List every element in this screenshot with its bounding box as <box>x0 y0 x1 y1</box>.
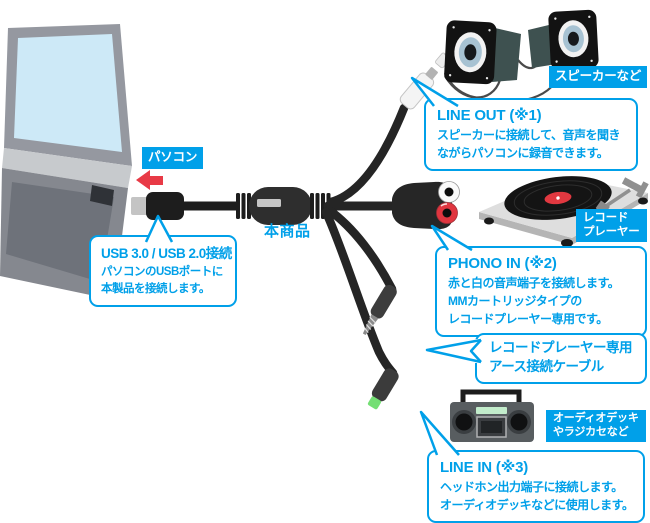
radio-illustration <box>450 389 534 442</box>
label-pc: パソコン <box>142 147 204 169</box>
callout-ground-line2: アース接続ケーブル <box>489 358 604 374</box>
red-arrow-icon <box>136 170 163 190</box>
usb-plug <box>131 192 184 220</box>
callout-line-in-line1: ヘッドホン出力端子に接続します。 <box>440 480 623 494</box>
callout-phono-in-title: PHONO IN (※2) <box>448 255 557 272</box>
label-audio-deck-line2: やラジカセなど <box>553 425 629 438</box>
main-device <box>236 187 331 225</box>
callout-line-in-line2: オーディオデッキなどに使用します。 <box>440 498 634 512</box>
callout-line-out: LINE OUT (※1) スピーカーに接続して、音声を聞き ながらパソコンに録… <box>424 98 638 171</box>
branch-cables <box>321 103 409 378</box>
callout-usb-line2: 本製品を接続します。 <box>101 283 210 296</box>
callout-phono-in-line2: MMカートリッジタイプの <box>448 294 582 308</box>
line-in-plug <box>367 368 399 410</box>
callout-line-out-title: LINE OUT (※1) <box>437 107 542 124</box>
callout-phono-in-line3: レコードプレーヤー専用です。 <box>448 312 608 326</box>
callout-line-in: LINE IN (※3) ヘッドホン出力端子に接続します。 オーディオデッキなど… <box>427 450 645 523</box>
callout-phono-in: PHONO IN (※2) 赤と白の音声端子を接続します。 MMカートリッジタイ… <box>435 246 647 337</box>
record-player-illustration <box>479 176 649 247</box>
speakers-illustration <box>443 9 599 103</box>
rca-connector <box>392 181 460 230</box>
usb-cable <box>182 201 238 211</box>
laptop-illustration <box>0 24 132 300</box>
label-audio-deck: オーディオデッキ やラジカセなど <box>546 410 646 442</box>
callout-line-out-line1: スピーカーに接続して、音声を聞き <box>437 128 621 142</box>
label-record-player-line2: プレーヤー <box>583 226 640 239</box>
callout-usb: USB 3.0 / USB 2.0接続 パソコンのUSBポートに 本製品を接続し… <box>89 235 237 307</box>
label-speakers-text: スピーカーなど <box>555 69 642 83</box>
ground-wire <box>362 284 397 336</box>
callout-ground: レコードプレーヤー専用 アース接続ケーブル <box>475 333 647 384</box>
label-audio-deck-line1: オーディオデッキ <box>553 412 639 424</box>
laptop-usb-port <box>90 185 114 206</box>
callout-phono-in-line1: 赤と白の音声端子を接続します。 <box>448 276 620 290</box>
callout-usb-title: USB 3.0 / USB 2.0接続 <box>101 246 232 261</box>
callout-line-out-line2: ながらパソコンに録音できます。 <box>437 146 609 160</box>
callout-ground-line1: レコードプレーヤー専用 <box>489 340 633 355</box>
label-pc-text: パソコン <box>148 150 198 164</box>
label-product: 本商品 <box>264 223 311 240</box>
label-speakers: スピーカーなど <box>549 66 648 88</box>
label-record-player: レコード プレーヤー <box>576 209 647 242</box>
callout-line-in-title: LINE IN (※3) <box>440 459 529 476</box>
callout-usb-line1: パソコンのUSBポートに <box>101 266 223 278</box>
label-record-player-line1: レコード <box>583 212 629 224</box>
